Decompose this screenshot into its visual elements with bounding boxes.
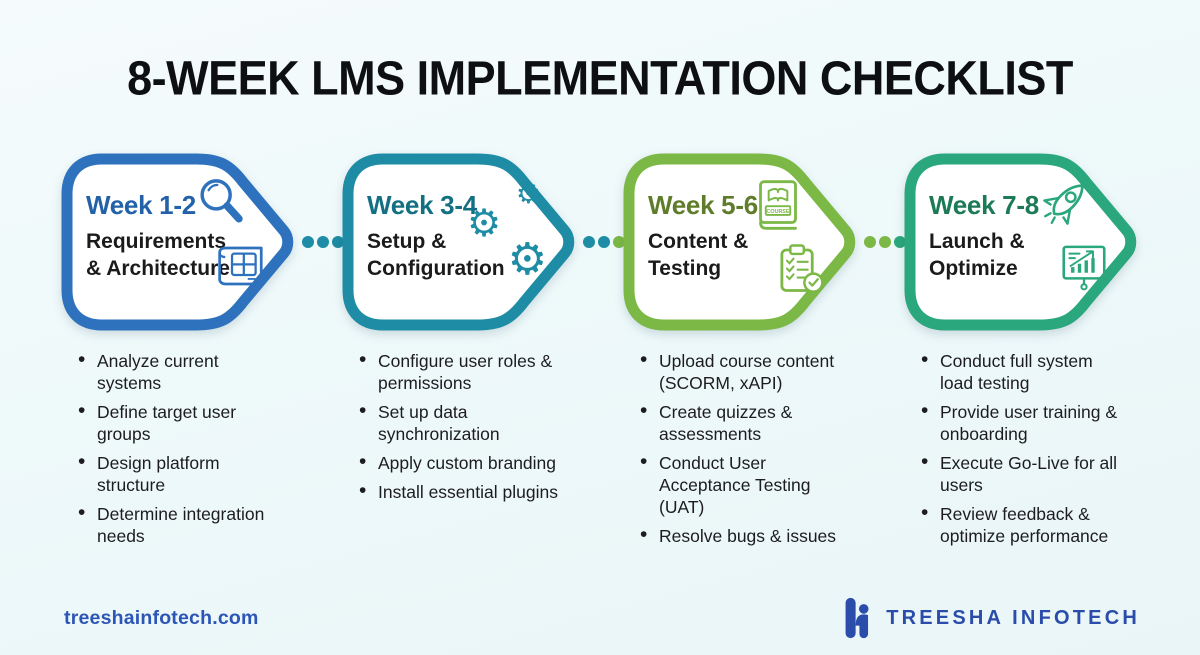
connector-dot (302, 236, 314, 248)
phase-2-week-label: Week 3-4 (367, 190, 477, 220)
task-item: Resolve bugs & issues (638, 524, 890, 547)
task-item: Design platform structure (76, 451, 328, 496)
phase-1-badge: Week 1-2 Requirements & Architecture (60, 152, 302, 332)
task-item: Provide user training & onboarding (919, 400, 1171, 445)
phase-2-badge-shape (342, 153, 575, 331)
connector-dot (598, 236, 610, 248)
task-item: Analyze current systems (76, 349, 328, 394)
rocket-icon (1043, 184, 1084, 225)
phase-3-week-label: Week 5-6 (648, 190, 758, 220)
connector-dots-1 (302, 236, 344, 248)
task-item: Create quizzes & assessments (638, 400, 890, 445)
phase-2-task-list: Configure user roles & permissions Set u… (357, 349, 609, 510)
phase-4-badge: Week 7-8 Launch & Optimize (903, 152, 1145, 332)
blueprint-icon (218, 246, 263, 286)
task-item: Install essential plugins (357, 480, 609, 503)
brand-name: TREESHA INFOTECH (886, 606, 1140, 629)
connector-dot (894, 236, 906, 248)
connector-dots-2 (583, 236, 625, 248)
phase-1-name: Requirements & Architecture (86, 230, 230, 280)
course-book-icon: COURSE (759, 180, 797, 230)
brand-logo: TREESHA INFOTECH (843, 596, 1140, 640)
task-item: Set up data synchronization (357, 400, 609, 445)
page-title: 8-WEEK LMS IMPLEMENTATION CHECKLIST (127, 50, 1073, 106)
connector-dot (583, 236, 595, 248)
gear-medium-icon: ⚙ (467, 201, 502, 245)
connector-dot (864, 236, 876, 248)
connector-dot (317, 236, 329, 248)
phase-1-week-label: Week 1-2 (86, 190, 196, 220)
phase-2-badge: Week 3-4 Setup & Configuration ⚙ ⚙ ⚙ (341, 152, 583, 332)
phase-2-name: Setup & Configuration (367, 230, 505, 280)
task-item: Configure user roles & permissions (357, 349, 609, 394)
chart-board-icon (1062, 245, 1106, 291)
connector-dot (332, 236, 344, 248)
gear-small-icon: ⚙ (515, 177, 541, 210)
task-item: Define target user groups (76, 400, 328, 445)
task-item: Review feedback & optimize performance (919, 502, 1171, 547)
phase-4-name: Launch & Optimize (929, 230, 1025, 280)
connector-dot (613, 236, 625, 248)
task-item: Apply custom branding (357, 451, 609, 474)
gears-icon: ⚙ ⚙ ⚙ (465, 180, 549, 296)
phase-3-badge: Week 5-6 Content & Testing COURSE (622, 152, 864, 332)
gear-large-icon: ⚙ (507, 234, 547, 285)
connector-dot (879, 236, 891, 248)
task-item: Determine integration needs (76, 502, 328, 547)
magnifier-icon (200, 179, 243, 223)
phase-4-week-label: Week 7-8 (929, 190, 1039, 220)
phase-3-task-list: Upload course content (SCORM, xAPI) Crea… (638, 349, 890, 554)
phase-4-task-list: Conduct full system load testing Provide… (919, 349, 1171, 554)
phase-3-name: Content & Testing (648, 230, 749, 280)
connector-dots-3 (864, 236, 906, 248)
task-item: Execute Go-Live for all users (919, 451, 1171, 496)
task-item: Upload course content (SCORM, xAPI) (638, 349, 890, 394)
brand-logo-icon (845, 597, 869, 639)
phase-1-task-list: Analyze current systems Define target us… (76, 349, 328, 554)
checklist-icon (780, 244, 824, 293)
task-item: Conduct User Acceptance Testing (UAT) (638, 451, 890, 518)
course-label: COURSE (767, 209, 790, 215)
website-link[interactable]: treeshainfotech.com (64, 607, 259, 629)
task-item: Conduct full system load testing (919, 349, 1171, 394)
